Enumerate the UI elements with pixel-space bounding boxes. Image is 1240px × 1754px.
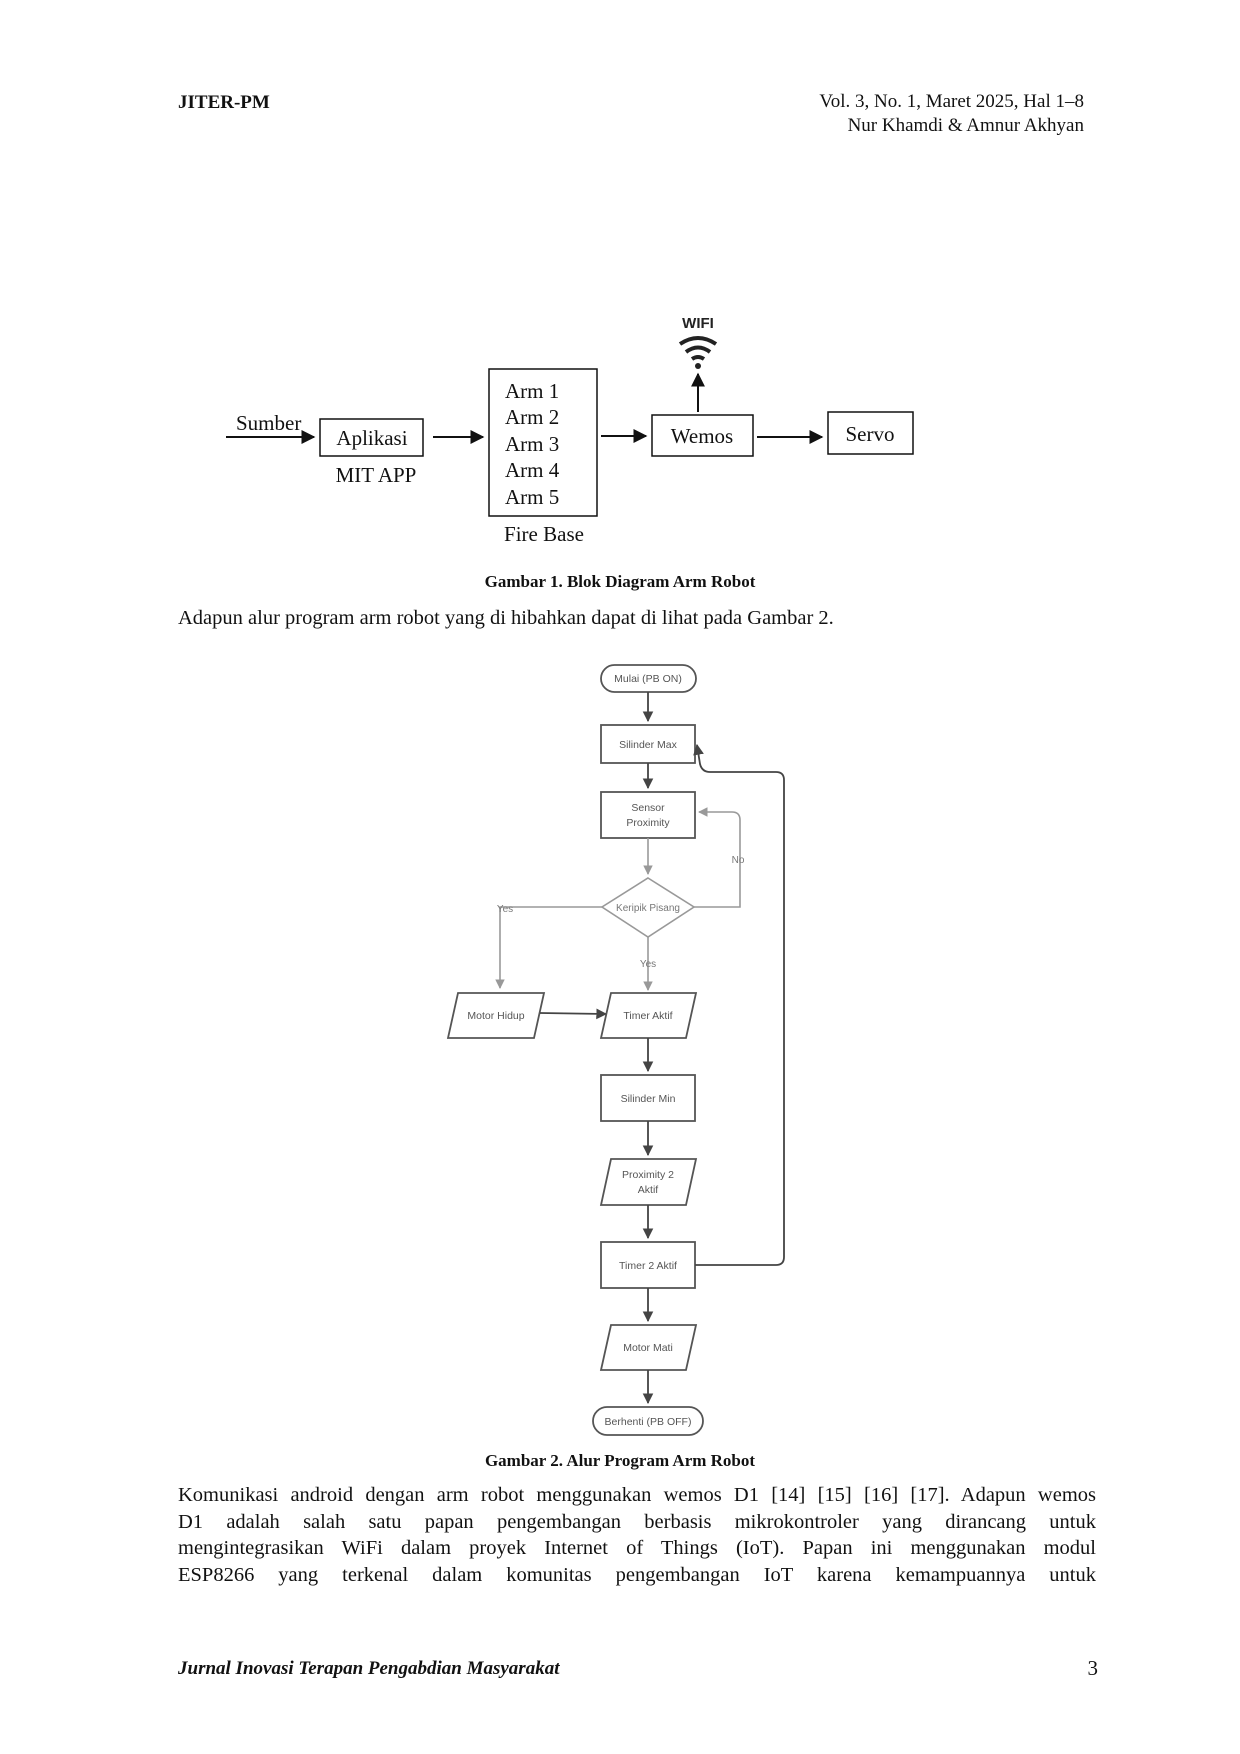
arms-box [488,368,598,517]
end-terminal [592,1406,704,1436]
proximity2-io [599,1158,698,1206]
body-line: ESP8266 yang terkenal dalam komunitas pe… [178,1563,1096,1586]
start-label: Mulai (PB ON) [614,673,682,685]
arm-3: Arm 3 [505,432,559,456]
silinder-min-box [600,1074,696,1122]
firebase-label: Fire Base [504,522,584,546]
decision-label: Keripik Pisang [616,903,680,914]
arm-1: Arm 1 [505,379,559,403]
flow-arrow [539,1008,608,1020]
timer2-box [600,1241,696,1289]
sensor-label-line2: Proximity [626,817,670,829]
wifi-icon: WIFI [678,315,718,369]
arm-4: Arm 4 [505,458,560,482]
motor-mati-io [599,1324,698,1371]
silinder-max-box [600,724,696,764]
motor-hidup-io [446,992,546,1039]
yes-left-label: Yes [497,904,513,915]
wifi-label: WIFI [682,315,714,332]
body-line: Komunikasi android dengan arm robot meng… [178,1484,1096,1506]
end-label: Berhenti (PB OFF) [605,1416,692,1428]
servo-label: Servo [846,422,895,446]
intro-paragraph: Adapun alur program arm robot yang di hi… [178,607,834,629]
figure1-caption: Gambar 1. Blok Diagram Arm Robot [484,572,756,591]
journal-short-title: JITER-PM [178,92,270,113]
yes-down-label: Yes [640,959,656,970]
footer-journal-name: Jurnal Inovasi Terapan Pengabdian Masyar… [178,1658,560,1679]
loop-back-arrow [693,743,785,1266]
body-paragraph: Komunikasi android dengan arm robot meng… [178,1482,1096,1588]
page-number: 3 [1087,1656,1099,1680]
sumber-label: Sumber [236,411,301,435]
arm-2: Arm 2 [505,405,559,429]
motor-hidup-label: Motor Hidup [467,1010,524,1022]
silinder-min-label: Silinder Min [621,1093,676,1105]
mit-app-label: MIT APP [336,463,417,487]
timer-aktif-io [599,992,698,1039]
header-meta: Vol. 3, No. 1, Maret 2025, Hal 1–8 Nur K… [819,90,1084,138]
motor-mati-label: Motor Mati [623,1342,673,1354]
body-line: D1 adalah salah satu papan pengembangan … [178,1510,1096,1533]
wemos-label: Wemos [671,424,733,448]
sensor-proximity-box [600,791,696,839]
timer2-label: Timer 2 Aktif [619,1260,677,1272]
aplikasi-box [319,418,424,457]
no-loop-arrow [687,807,741,908]
figure2-caption: Gambar 2. Alur Program Arm Robot [484,1451,756,1470]
wemos-box [651,414,754,457]
flowchart: Mulai (PB ON) Silinder Max Sensor Proxim… [446,664,785,1436]
no-label: No [732,855,745,866]
body-line: mengintegrasikan WiFi dalam proyek Inter… [178,1537,1096,1559]
author-names: Nur Khamdi & Amnur Akhyan [847,115,1084,136]
aplikasi-label: Aplikasi [336,426,407,450]
volume-info: Vol. 3, No. 1, Maret 2025, Hal 1–8 [819,91,1084,112]
sensor-label-line1: Sensor [631,802,665,814]
yes-left-arrow [495,906,602,989]
arm-5: Arm 5 [505,485,559,509]
block-diagram: WIFI Sumber Aplikasi MIT APP Arm 1 Arm 2… [226,315,914,546]
proximity2-line2: Aktif [638,1184,659,1196]
proximity2-line1: Proximity 2 [622,1169,674,1181]
servo-box [827,411,914,455]
timer-aktif-label: Timer Aktif [623,1010,672,1022]
silinder-max-label: Silinder Max [619,739,678,751]
